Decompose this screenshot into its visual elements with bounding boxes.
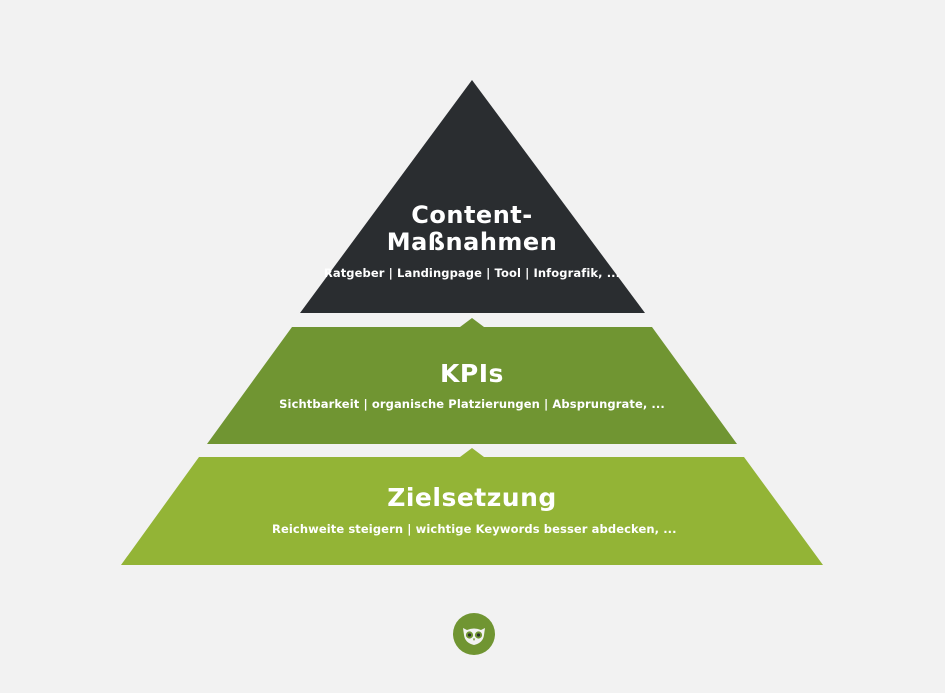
layer-subtitle-content-massnahmen: Ratgeber | Landingpage | Tool | Infograf… (323, 266, 621, 280)
owl-icon (453, 613, 495, 655)
owl-beak (472, 638, 476, 641)
layer-subtitle-kpis: Sichtbarkeit | organische Platzierungen … (279, 397, 665, 411)
pyramid-layer-middle (207, 318, 737, 444)
pyramid-layer-bottom (121, 448, 823, 565)
pyramid-layer-top (300, 80, 645, 313)
layer-subtitle-zielsetzung: Reichweite steigern | wichtige Keywords … (272, 522, 677, 536)
layer-title-kpis: KPIs (440, 359, 504, 388)
layer-title-zielsetzung: Zielsetzung (387, 483, 557, 512)
layer-title-content-massnahmen: Content-Maßnahmen (386, 201, 558, 256)
